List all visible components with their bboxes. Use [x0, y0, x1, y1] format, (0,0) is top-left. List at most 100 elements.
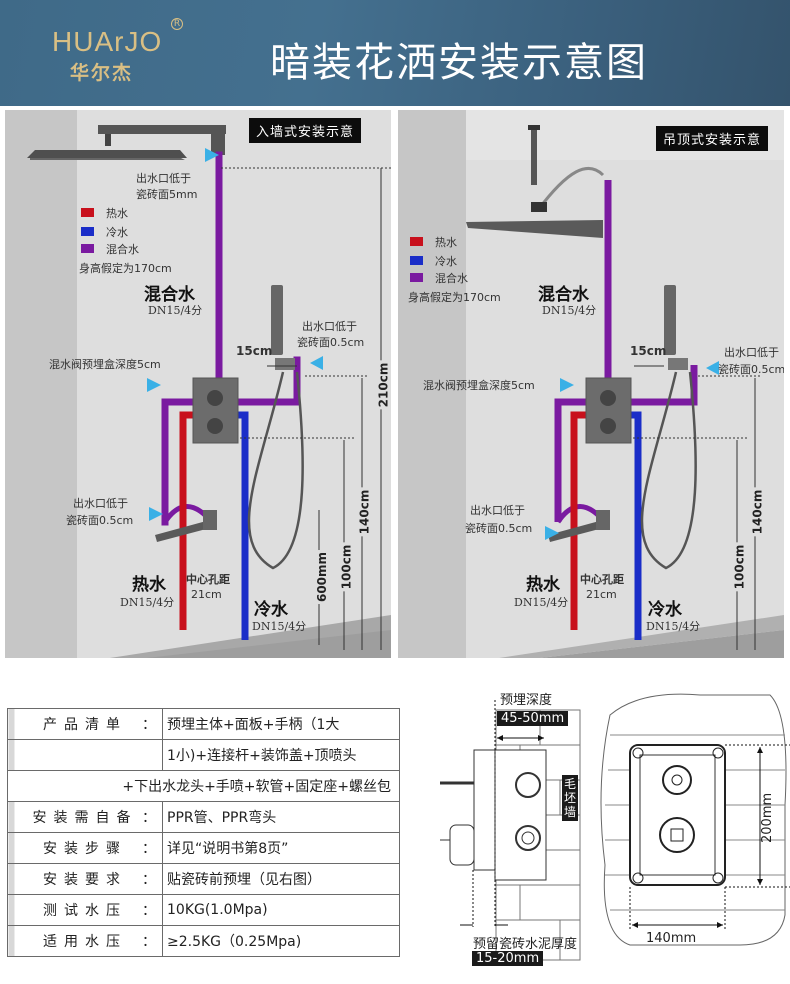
legend-cold-label: 冷水 — [435, 255, 457, 268]
legend-cold-swatch — [410, 256, 423, 265]
hand-shower-icon — [247, 285, 304, 570]
center-distance-label: 中心孔距 — [580, 573, 624, 586]
legend-cold-swatch — [81, 227, 94, 236]
spec-key: 安装需自备： — [7, 801, 163, 833]
spout-outlet-note-2: 瓷砖面0.5cm — [465, 522, 533, 535]
spec-value: 预埋主体+面板+手柄（1大 — [162, 708, 400, 740]
spec-colon: ： — [142, 810, 156, 826]
spec-key-label: 适用水压 — [43, 934, 127, 950]
side-wall — [5, 110, 77, 658]
spec-colon: ： — [142, 903, 156, 919]
mixed-water-label: 混合水 — [144, 285, 195, 305]
dim-140cm: 140cm — [357, 487, 372, 537]
cyan-pointer-icon — [560, 378, 574, 392]
hand-outlet-note-1: 出水口低于 — [302, 320, 357, 333]
dim-100cm: 100cm — [339, 542, 354, 592]
cyan-pointer-icon — [706, 361, 719, 375]
embed-box-illustration — [440, 693, 790, 961]
hand-outlet-note-2: 瓷砖面0.5cm — [297, 336, 365, 349]
spec-colon: ： — [142, 841, 156, 857]
embed-box-drawing: 预埋深度 45-50mm 毛坯墙 预留瓷砖水泥厚度 15-20mm 200mm … — [440, 685, 790, 980]
center-distance-value: 21cm — [586, 588, 617, 601]
hand-outlet-note-2: 瓷砖面0.5cm — [718, 363, 784, 376]
cyan-pointer-icon — [149, 507, 163, 521]
dim-140cm: 140cm — [750, 487, 765, 537]
spec-key: 安装要求： — [7, 863, 163, 895]
page-title: 暗装花洒安装示意图 — [270, 40, 648, 86]
spout-outlet-note-1: 出水口低于 — [73, 497, 128, 510]
dim-600mm: 600mm — [315, 549, 330, 605]
spec-colon: ： — [142, 934, 156, 950]
legend-mixed-swatch — [81, 244, 94, 253]
hot-water-label: 热水 — [526, 575, 560, 595]
spec-colon: ： — [142, 717, 156, 733]
spec-key: 产品清单： — [7, 708, 163, 740]
mixed-water-dn: DN15/4分 — [148, 304, 203, 317]
hand-shower-icon — [640, 285, 697, 570]
cold-water-label: 冷水 — [254, 600, 288, 620]
legend-cold-label: 冷水 — [106, 226, 128, 239]
spec-value: 10KG(1.0Mpa) — [162, 894, 400, 926]
spec-row: 安装需自备：PPR管、PPR弯头 — [7, 801, 400, 833]
brand-logo-cn: 华尔杰 — [70, 62, 134, 84]
ceiling-mounted-panel: 吊顶式安装示意 热水 冷水 混合水 身高假定为170cm 混合水 DN15/4分… — [398, 110, 784, 658]
center-distance-label: 中心孔距 — [186, 573, 230, 586]
legend-mixed-label: 混合水 — [435, 272, 468, 285]
spec-value: +下出水龙头+手喷+软管+固定座+螺丝包 — [7, 770, 400, 802]
wall-mounted-illustration — [5, 110, 391, 658]
spout-outlet-note-1: 出水口低于 — [470, 504, 525, 517]
spec-key-label: 安装步骤 — [43, 841, 127, 857]
mixing-valve-icon — [192, 377, 239, 444]
legend-hot-label: 热水 — [435, 236, 457, 249]
cyan-pointer-icon — [205, 148, 219, 162]
wall-mounted-badge: 入墙式安装示意 — [249, 118, 362, 143]
legend-hot-swatch — [81, 208, 94, 217]
ceiling-mounted-badge: 吊顶式安装示意 — [656, 126, 769, 151]
cold-water-dn: DN15/4分 — [646, 620, 701, 633]
bath-spout-icon — [548, 510, 610, 542]
hot-water-dn: DN15/4分 — [120, 596, 175, 609]
spec-row: +下出水龙头+手喷+软管+固定座+螺丝包 — [7, 770, 400, 802]
hot-water-dn: DN15/4分 — [514, 596, 569, 609]
box-width-label: 140mm — [646, 931, 697, 946]
spout-outlet-note-2: 瓷砖面0.5cm — [66, 514, 134, 527]
spec-value: 详见“说明书第8页” — [162, 832, 400, 864]
spec-value: 贴瓷砖前预埋（见右图） — [162, 863, 400, 895]
spec-key: 安装步骤 ： — [7, 832, 163, 864]
legend-mixed-label: 混合水 — [106, 243, 139, 256]
brand-logo-en: HUArJO — [52, 26, 163, 57]
registered-mark-icon: R — [171, 18, 183, 30]
cyan-pointer-icon — [545, 526, 559, 540]
spec-row: 产品清单：预埋主体+面板+手柄（1大 — [7, 708, 400, 740]
cold-water-dn: DN15/4分 — [252, 620, 307, 633]
tile-thickness-label: 预留瓷砖水泥厚度 — [473, 937, 578, 952]
embed-depth-value: 45-50mm — [497, 711, 569, 726]
header-banner: HUArJO R 华尔杰 暗装花洒安装示意图 — [0, 0, 790, 106]
hand-offset-label: 15cm — [630, 344, 667, 358]
spec-row: 1小)+连接杆+装饰盖+顶喷头 — [7, 739, 400, 771]
center-distance-value: 21cm — [191, 588, 222, 601]
dim-210cm: 210cm — [376, 360, 391, 410]
legend-mixed-swatch — [410, 273, 423, 282]
head-outlet-note-2: 瓷砖面5mm — [136, 188, 198, 201]
spec-row: 安装步骤 ： 详见“说明书第8页” — [7, 832, 400, 864]
ceiling-shower-head-icon — [466, 125, 605, 238]
cyan-pointer-icon — [310, 356, 323, 370]
mixing-valve-icon — [585, 377, 632, 444]
cyan-pointer-icon — [147, 378, 161, 392]
spec-value: ≥2.5KG（0.25Mpa) — [162, 925, 400, 957]
rain-shower-head-icon — [27, 125, 226, 160]
hand-outlet-note-1: 出水口低于 — [724, 346, 779, 359]
spec-row: 测试水压：10KG(1.0Mpa) — [7, 894, 400, 926]
legend-hot-label: 热水 — [106, 207, 128, 220]
tile-thickness-value: 15-20mm — [472, 951, 544, 966]
spec-key — [7, 739, 163, 771]
valve-depth-note: 混水阀预埋盒深度5cm — [423, 379, 535, 392]
spec-key: 测试水压： — [7, 894, 163, 926]
mixed-water-label: 混合水 — [538, 285, 589, 305]
embed-depth-label: 预埋深度 — [500, 693, 553, 708]
mixed-water-dn: DN15/4分 — [542, 304, 597, 317]
head-outlet-note-1: 出水口低于 — [136, 172, 191, 185]
hot-water-label: 热水 — [132, 575, 166, 595]
height-note: 身高假定为170cm — [408, 291, 501, 304]
